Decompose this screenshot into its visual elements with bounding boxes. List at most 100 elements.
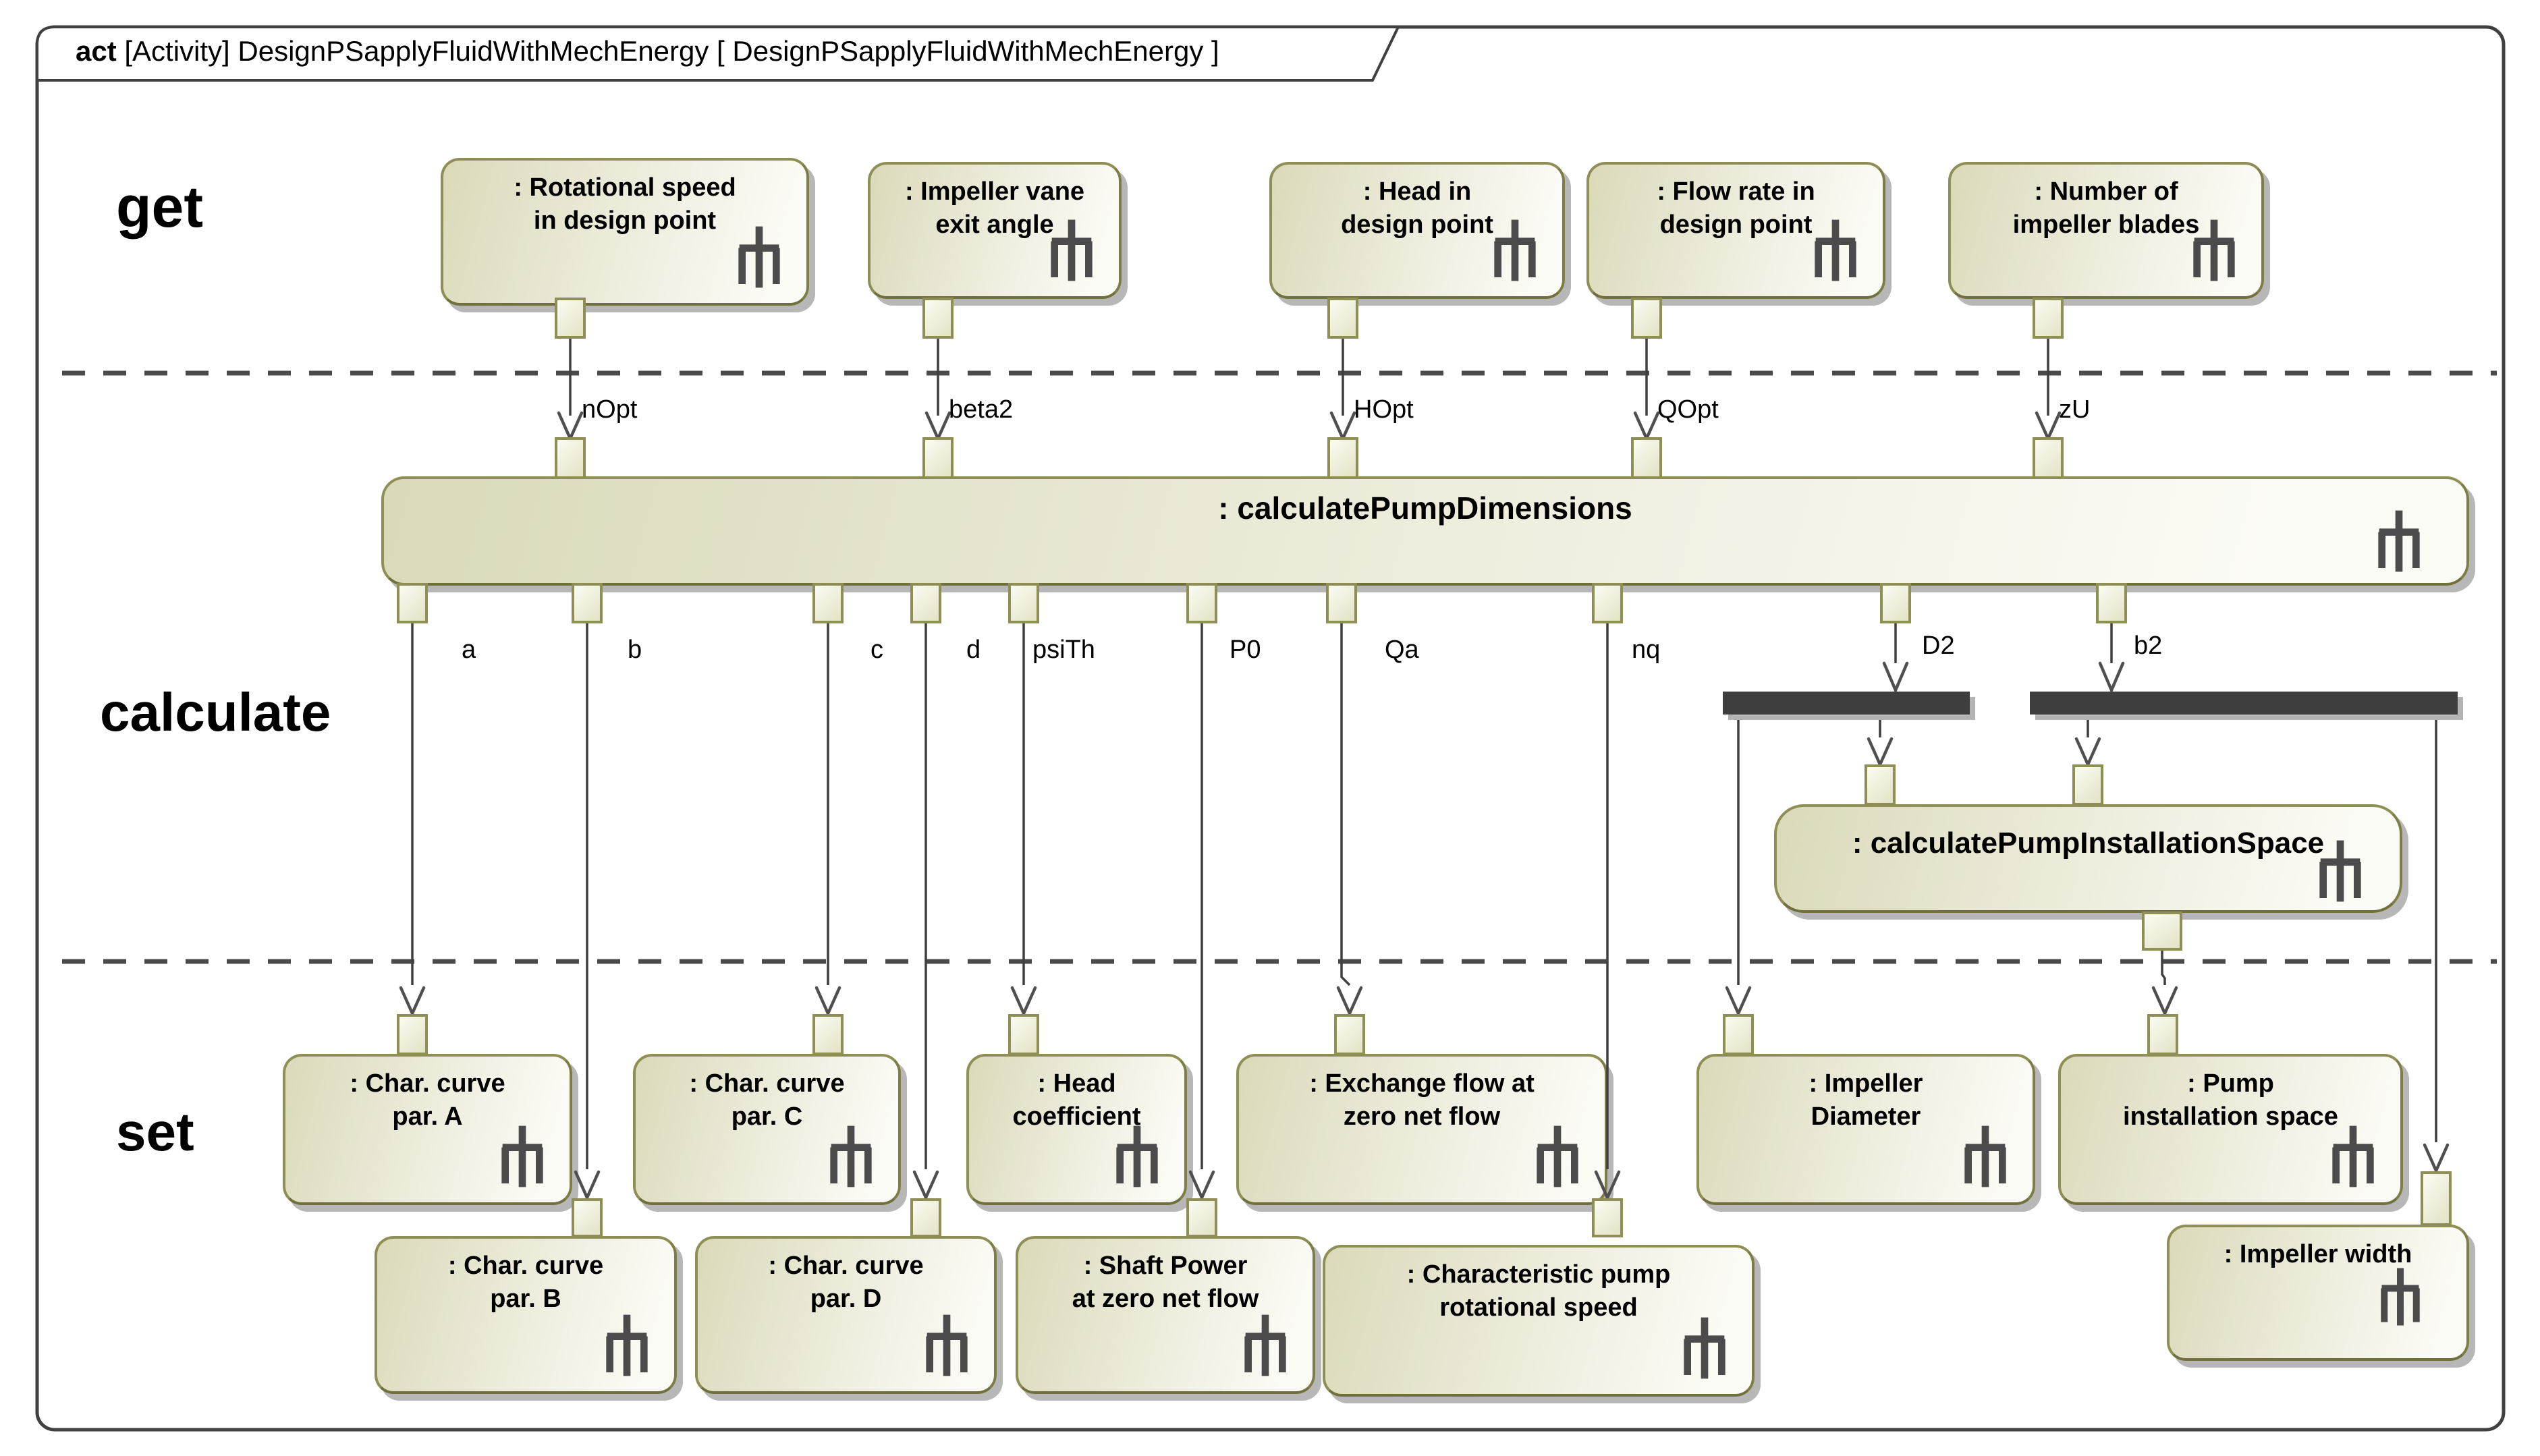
pin-out-psith[interactable] — [1008, 583, 1039, 623]
arrowhead-icon — [1882, 661, 1909, 694]
rake-icon — [1537, 1125, 1578, 1187]
pin-out-a[interactable] — [397, 583, 428, 623]
fork-bar-d2[interactable] — [1723, 692, 1970, 715]
action-number-of-impeller-blades[interactable]: : Number of impeller blades — [1948, 162, 2264, 299]
action-exchange-flow-at-zero-net-flow[interactable]: : Exchange flow at zero net flow — [1236, 1054, 1607, 1205]
action-head-coefficient[interactable]: : Head coefficient — [966, 1054, 1187, 1205]
arrowhead-icon — [557, 411, 584, 443]
rake-icon — [1494, 219, 1536, 281]
pin-out-head[interactable] — [1327, 298, 1358, 339]
flow-qa[interactable] — [1340, 622, 1351, 986]
pin-out-c[interactable] — [812, 583, 844, 623]
flow-pump-installation-space[interactable] — [2161, 949, 2166, 985]
pin-out-b2[interactable] — [2096, 583, 2127, 623]
pin-label-hopt: HOpt — [1354, 395, 1414, 424]
pin-in-char-a[interactable] — [397, 1014, 428, 1055]
pin-label-nq: nq — [1632, 636, 1661, 664]
pin-label-qopt: QOpt — [1657, 395, 1719, 424]
rake-icon — [1051, 219, 1093, 281]
pin-in-impeller-diameter[interactable] — [1723, 1014, 1754, 1055]
action-characteristic-pump-rotational-speed[interactable]: : Characteristic pump rotational speed — [1323, 1245, 1755, 1397]
action-label: : Exchange flow at zero net flow — [1309, 1069, 1535, 1131]
rake-icon — [606, 1314, 648, 1376]
arrowhead-icon — [1329, 411, 1356, 443]
action-calculate-pump-dimensions[interactable]: : calculatePumpDimensions — [381, 476, 2469, 586]
action-label: : Char. curve par. B — [447, 1252, 604, 1313]
action-label: : Head coefficient — [1012, 1069, 1141, 1131]
pin-in-qopt[interactable] — [1631, 437, 1662, 479]
pin-out-p0[interactable] — [1186, 583, 1217, 623]
rake-icon — [830, 1125, 872, 1187]
action-impeller-vane-exit-angle[interactable]: : Impeller vane exit angle — [868, 162, 1122, 299]
pin-in-exchange[interactable] — [1334, 1014, 1365, 1055]
rake-icon — [1964, 1125, 2006, 1187]
pin-in-char-pump-speed[interactable] — [1592, 1198, 1623, 1237]
pin-label-p0: P0 — [1230, 636, 1261, 664]
pin-out-impeller-vane[interactable] — [922, 298, 954, 339]
rake-icon — [1684, 1317, 1725, 1379]
pin-in-zu[interactable] — [2033, 437, 2064, 479]
action-pump-installation-space[interactable]: : Pump installation space — [2058, 1054, 2403, 1205]
pin-label-a: a — [462, 636, 476, 664]
rake-icon — [2332, 1125, 2374, 1187]
fork-bar-shadow — [1728, 697, 1975, 720]
rake-icon — [926, 1314, 968, 1376]
rake-icon — [1244, 1314, 1286, 1376]
action-label: : calculatePumpDimensions — [1218, 491, 1632, 526]
pin-out-flow-rate[interactable] — [1631, 298, 1662, 339]
action-char-curve-par-b[interactable]: : Char. curve par. B — [375, 1236, 677, 1394]
action-head-in-design-point[interactable]: : Head in design point — [1269, 162, 1565, 299]
arrowhead-icon — [912, 1170, 939, 1202]
action-char-curve-par-c[interactable]: : Char. curve par. C — [633, 1054, 901, 1205]
pin-in-char-c[interactable] — [812, 1014, 844, 1055]
pin-out-d[interactable] — [910, 583, 941, 623]
rake-icon — [738, 226, 780, 288]
arrowhead-icon — [1188, 1170, 1215, 1202]
action-flow-rate-in-design-point[interactable]: : Flow rate in design point — [1586, 162, 1885, 299]
fork-bar-shadow — [2035, 697, 2463, 720]
pin-label-nopt: nOpt — [582, 395, 638, 424]
lane-label-set: set — [116, 1102, 194, 1162]
action-char-curve-par-a[interactable]: : Char. curve par. A — [283, 1054, 572, 1205]
rake-icon — [501, 1125, 543, 1187]
pin-in-nopt[interactable] — [555, 437, 586, 479]
pin-in-impeller-width[interactable] — [2421, 1171, 2452, 1226]
pin-label-b: b — [628, 636, 642, 664]
action-shaft-power-at-zero-net-flow[interactable]: : Shaft Power at zero net flow — [1016, 1236, 1315, 1394]
pin-out-install[interactable] — [2142, 912, 2182, 951]
action-rotational-speed[interactable]: : Rotational speed in design point — [441, 158, 809, 306]
rake-icon — [2381, 1268, 2420, 1326]
pin-in-head-coeff[interactable] — [1008, 1014, 1039, 1055]
arrowhead-icon — [1725, 986, 1752, 1017]
action-label: : Shaft Power at zero net flow — [1072, 1252, 1259, 1313]
action-label: : Impeller width — [2224, 1240, 2412, 1268]
pin-in-char-b[interactable] — [572, 1198, 603, 1237]
action-char-curve-par-d[interactable]: : Char. curve par. D — [695, 1236, 997, 1394]
action-impeller-diameter[interactable]: : Impeller Diameter — [1696, 1054, 2035, 1205]
pin-in-pump-install[interactable] — [2147, 1014, 2178, 1055]
arrowhead-icon — [2423, 1143, 2450, 1175]
pin-out-nq[interactable] — [1592, 583, 1623, 623]
pin-out-b[interactable] — [572, 583, 603, 623]
pin-out-number-blades[interactable] — [2033, 298, 2064, 339]
arrowhead-icon — [1010, 986, 1037, 1017]
pin-in-shaft-power[interactable] — [1186, 1198, 1217, 1237]
action-impeller-width[interactable]: : Impeller width — [2167, 1225, 2469, 1361]
pin-in-install-1[interactable] — [1865, 764, 1896, 806]
action-label: : Impeller Diameter — [1809, 1069, 1923, 1131]
frame-title-text: [Activity] DesignPSapplyFluidWithMechEne… — [124, 35, 1219, 67]
pin-label-qa: Qa — [1385, 636, 1419, 664]
pin-in-hopt[interactable] — [1327, 437, 1358, 479]
arrowhead-icon — [574, 1170, 601, 1202]
action-calculate-pump-installation-space[interactable]: : calculatePumpInstallationSpace — [1774, 804, 2402, 913]
pin-in-beta2[interactable] — [922, 437, 954, 479]
pin-out-qa[interactable] — [1326, 583, 1357, 623]
pin-out-d2[interactable] — [1880, 583, 1911, 623]
arrowhead-icon — [2098, 661, 2125, 694]
rake-icon — [2193, 219, 2235, 281]
arrowhead-icon — [399, 986, 426, 1017]
pin-in-char-d[interactable] — [910, 1198, 941, 1237]
fork-bar-b2[interactable] — [2030, 692, 2458, 715]
pin-in-install-2[interactable] — [2072, 764, 2103, 806]
pin-label-d: d — [966, 636, 981, 664]
